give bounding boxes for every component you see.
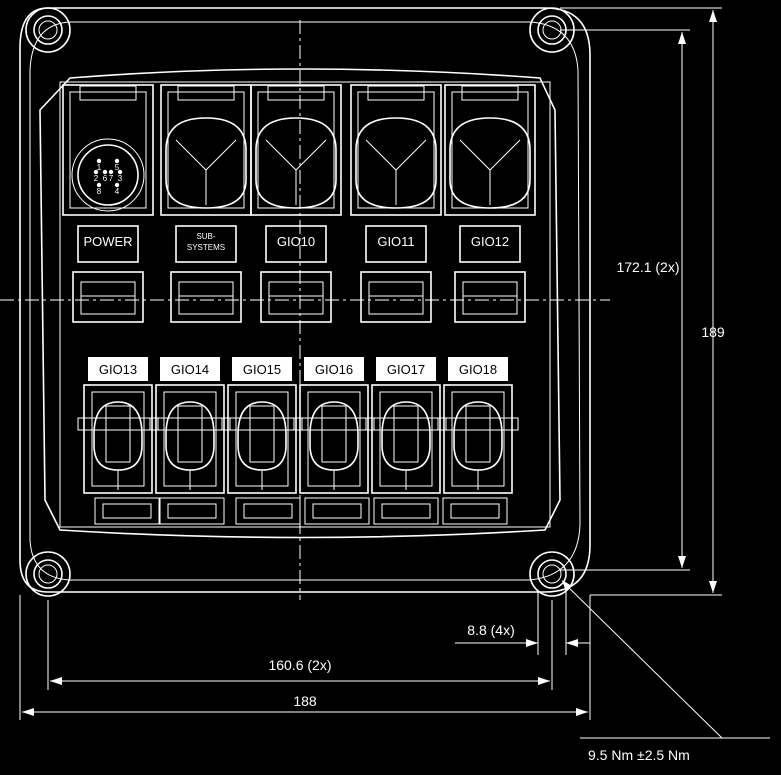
power-pin-1 (96, 158, 102, 164)
power-pin-5 (114, 158, 120, 164)
dim-hole-diameter-text: 8.8 (4x) (467, 622, 514, 638)
connector-label: GIO11 (377, 234, 414, 249)
top-connector-4: GIO11 (350, 84, 442, 263)
dim-torque: 9.5 Nm ±2.5 Nm (562, 580, 770, 763)
power-pin-label: 4 (115, 187, 120, 196)
connector-label-plate (304, 357, 364, 381)
dim-overall-width: 188 (19, 595, 591, 720)
power-pin-label: 2 (94, 174, 99, 183)
connector-label-plate (365, 225, 427, 263)
power-pin-label: 6 (103, 174, 108, 183)
mounting-hole-bl (25, 551, 71, 597)
dim-torque-text: 9.5 Nm ±2.5 Nm (588, 747, 690, 763)
power-pin-2 (93, 169, 99, 175)
dim-hole-spacing-x-text: 160.6 (2x) (268, 657, 331, 673)
connector-panel (39, 68, 561, 539)
connector-panel-frame (59, 81, 551, 528)
connector-label: GIO14 (171, 362, 209, 377)
connector-label-plate (77, 225, 139, 263)
mounting-hole-tl (25, 7, 71, 53)
connector-label-plate (265, 225, 327, 263)
power-pin-6 (102, 169, 108, 175)
dim-hole-diameter: 8.8 (4x) (455, 590, 590, 655)
latch-1 (72, 271, 144, 323)
connector-label: GIO10 (277, 234, 315, 249)
connector-label: POWER (83, 234, 132, 249)
connector-label: GIO12 (471, 234, 509, 249)
dim-hole-spacing-y: 172.1 (2x) (560, 29, 690, 571)
footer-block-1 (94, 497, 160, 525)
dim-overall-width-text: 188 (293, 693, 317, 709)
dim-overall-height: 189 (560, 7, 725, 596)
connector-label-plate (88, 357, 148, 381)
bottom-connector-3: GIO15 (221, 357, 303, 494)
connector-label: GIO15 (243, 362, 281, 377)
dim-overall-height-text: 189 (701, 324, 725, 340)
mounting-hole-br (529, 551, 575, 597)
bottom-connector-2: GIO14 (149, 357, 231, 494)
bottom-connector-1: GIO13 (77, 357, 159, 494)
power-pin-label: 3 (118, 174, 123, 183)
footer-block-2 (159, 497, 225, 525)
connector-label-plate (448, 357, 508, 381)
power-pin-3 (117, 169, 123, 175)
bottom-connector-4: GIO16 (293, 357, 375, 494)
power-pin-8 (96, 182, 102, 188)
housing-outline (19, 7, 591, 593)
bottom-connector-5: GIO17 (365, 357, 447, 494)
connector-label-plate (160, 357, 220, 381)
bottom-connector-6: GIO18 (437, 357, 519, 494)
latch-row (72, 271, 526, 323)
connector-label-plate (232, 357, 292, 381)
bottom-connector-row: GIO13 GIO14 GIO15 GIO16 GIO17 GIO18 (77, 357, 519, 494)
connector-label-plate (175, 225, 237, 263)
power-pin-label: 5 (115, 163, 120, 172)
connector-label: GIO17 (387, 362, 425, 377)
connector-label: SUB- (196, 232, 215, 241)
top-connector-3: GIO10 (250, 84, 342, 263)
housing-inner-outline (29, 21, 581, 581)
connector-label-plate (459, 225, 521, 263)
latch-3 (260, 271, 332, 323)
latch-4 (360, 271, 432, 323)
connector-label: GIO13 (99, 362, 137, 377)
footer-block-6 (442, 497, 508, 525)
footer-block-row (94, 497, 508, 525)
top-connector-2: SUB- SYSTEMS (160, 84, 252, 263)
footer-block-4 (304, 497, 370, 525)
power-pin-label: 8 (97, 187, 102, 196)
power-pin-4 (114, 182, 120, 188)
power-pin-label: 1 (97, 163, 102, 172)
connector-label: SYSTEMS (187, 243, 225, 252)
latch-2 (170, 271, 242, 323)
connector-label: GIO18 (459, 362, 497, 377)
top-connector-5: GIO12 (444, 84, 536, 263)
latch-5 (454, 271, 526, 323)
power-pin-label: 7 (109, 174, 114, 183)
connector-label: GIO16 (315, 362, 353, 377)
connector-label-plate (376, 357, 436, 381)
footer-block-3 (235, 497, 301, 525)
dim-hole-spacing-y-text: 172.1 (2x) (616, 259, 679, 275)
power-pin-7 (108, 169, 114, 175)
dim-hole-spacing-x: 160.6 (2x) (47, 600, 553, 690)
footer-block-5 (373, 497, 439, 525)
